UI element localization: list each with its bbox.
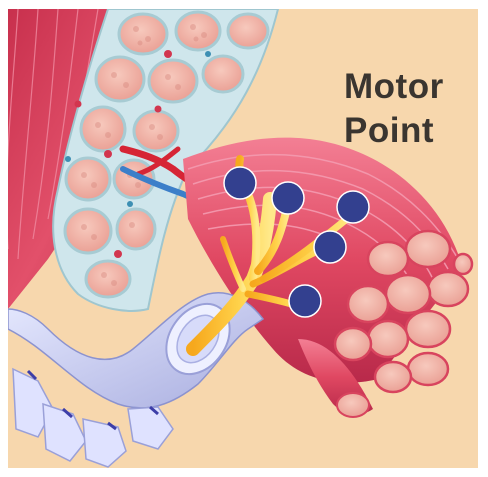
motor-point-marker <box>224 167 256 199</box>
illustration-frame: Motor Point <box>8 9 478 468</box>
motor-point-marker <box>337 191 369 223</box>
motor-point-marker <box>289 285 321 317</box>
title-line-motor: Motor <box>344 69 444 104</box>
motor-point-marker <box>272 182 304 214</box>
title-line-point: Point <box>344 113 434 148</box>
motor-point-marker <box>314 231 346 263</box>
